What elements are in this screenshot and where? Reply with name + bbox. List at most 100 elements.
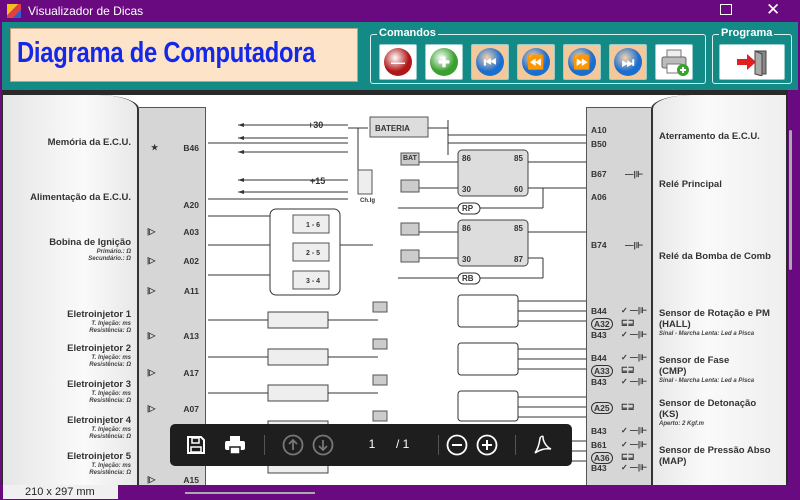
last-page-button[interactable]: ⏭	[609, 44, 647, 80]
zoom-in-icon	[476, 434, 498, 456]
relay-label: RP	[462, 204, 474, 213]
ground-icon: ✓ —|⊩	[621, 426, 648, 435]
vertical-scrollbar[interactable]	[789, 130, 792, 270]
next-page-button[interactable]	[309, 431, 337, 459]
relay-box	[457, 219, 529, 267]
pdf-toolbar: 1 / 1	[170, 424, 572, 466]
close-button[interactable]: ✕	[766, 0, 781, 19]
programa-label: Programa	[719, 27, 775, 39]
horizontal-scrollbar[interactable]	[185, 492, 315, 494]
fuse-icon	[400, 222, 420, 236]
injector-icon	[267, 311, 329, 329]
fast-forward-icon: ⏩	[568, 48, 596, 76]
sensor-icon	[457, 342, 519, 376]
ground-icon: ✓ —|⊩	[621, 463, 648, 472]
first-page-button[interactable]: ⏮	[471, 44, 509, 80]
zoom-out-button[interactable]	[443, 431, 471, 459]
plus30-label: +30	[308, 120, 323, 130]
fuse-icon	[400, 152, 420, 166]
page-title: Diagrama de Computadora	[17, 37, 316, 69]
right-label: Sensor de Rotação e PM	[659, 308, 770, 319]
relay-pin: 30	[462, 255, 471, 264]
relay-pin: 85	[514, 154, 523, 163]
fast-forward-button[interactable]: ⏩	[563, 44, 601, 80]
print-button[interactable]	[221, 431, 249, 459]
pin-label: A02	[183, 256, 199, 266]
pin-label: A17	[183, 368, 199, 378]
pin-label: A15	[183, 475, 199, 485]
plus-circle-button[interactable]: ✚	[425, 44, 463, 80]
ground-icon: ✓ —|⊩	[621, 353, 648, 362]
print-add-button[interactable]	[655, 44, 693, 80]
left-sublabel: Secundário.: Ω	[88, 256, 131, 262]
save-button[interactable]	[182, 431, 210, 459]
coil-pair-label: 3 - 4	[306, 278, 320, 285]
page-total: / 1	[396, 437, 410, 451]
pin-label: A11	[183, 286, 199, 296]
print-add-icon	[661, 49, 689, 76]
left-sublabel: T. Injeção: ms	[91, 355, 131, 361]
page-number-input[interactable]: 1	[368, 437, 376, 451]
zoom-in-button[interactable]	[473, 431, 501, 459]
relay-box	[457, 149, 529, 197]
pin-label: B43	[591, 426, 607, 436]
right-label: Sensor de Detonação	[659, 398, 757, 409]
right-label: Relé Principal	[659, 179, 722, 190]
injector-signal-icon: |▷	[147, 227, 156, 236]
exit-button[interactable]	[719, 44, 785, 80]
injector-signal-icon: |▷	[147, 368, 156, 377]
document-viewer[interactable]: Memória da E.C.U.Alimentação da E.C.U.Bo…	[2, 90, 788, 485]
fuse-icon	[372, 301, 388, 313]
pin-label: B61	[591, 440, 607, 450]
battery-label: BATERIA	[375, 124, 410, 133]
arrow-icon	[238, 123, 244, 127]
pin-label: A32	[591, 318, 613, 330]
left-label: Memória da E.C.U.	[47, 137, 131, 148]
right-label: Sensor de Fase	[659, 355, 730, 366]
last-page-icon: ⏭	[614, 48, 642, 76]
injector-signal-icon: |▷	[147, 256, 156, 265]
divider	[264, 435, 265, 455]
injector-signal-icon: |▷	[147, 286, 156, 295]
pin-label: A25	[591, 402, 613, 414]
left-sublabel: T. Injeção: ms	[91, 463, 131, 469]
pin-label: B44	[591, 353, 607, 363]
title-box: Diagrama de Computadora	[10, 28, 358, 82]
coil-icon	[292, 242, 330, 262]
ground-icon: ✓ —|⊩	[621, 306, 648, 315]
pin-label: B43	[591, 377, 607, 387]
acrobat-icon	[534, 435, 552, 454]
comandos-group: Comandos —✚⏮⏪⏩⏭	[370, 27, 706, 84]
open-in-acrobat-button[interactable]	[528, 431, 556, 459]
left-label: Alimentação da E.C.U.	[30, 192, 131, 203]
pin-label: B67	[591, 169, 607, 179]
previous-page-button[interactable]	[279, 431, 307, 459]
pin-label: A06	[591, 192, 607, 202]
pin-label: A20	[183, 200, 199, 210]
coil-pair-label: 2 - 5	[306, 250, 320, 257]
relay-pin: 60	[514, 185, 523, 194]
sensor-icon	[457, 294, 519, 328]
left-sublabel: Resistência: Ω	[89, 434, 131, 440]
ground-icon: ✓ —|⊩	[621, 377, 648, 386]
ground-icon: ✓ —|⊩	[621, 330, 648, 339]
left-label: Eletroinjetor 3	[67, 379, 131, 390]
right-label: Relé da Bomba de Comb	[659, 251, 771, 262]
arrow-icon	[238, 150, 244, 154]
shield-icon: ⊑⊒	[621, 402, 635, 411]
ground-icon: —|⊩	[625, 240, 644, 250]
minus-circle-button[interactable]: —	[379, 44, 417, 80]
maximize-button[interactable]	[720, 4, 732, 15]
left-sublabel: T. Injeção: ms	[91, 427, 131, 433]
left-label: Eletroinjetor 2	[67, 343, 131, 354]
print-icon	[225, 436, 245, 455]
divider	[438, 435, 439, 455]
right-label-line: (HALL)	[659, 319, 691, 330]
right-label: Aterramento da E.C.U.	[659, 131, 760, 142]
pin-label: A36	[591, 452, 613, 464]
injector-signal-icon: |▷	[147, 404, 156, 413]
rewind-button[interactable]: ⏪	[517, 44, 555, 80]
fuse-icon	[372, 410, 388, 422]
right-label-line: (MAP)	[659, 456, 687, 467]
